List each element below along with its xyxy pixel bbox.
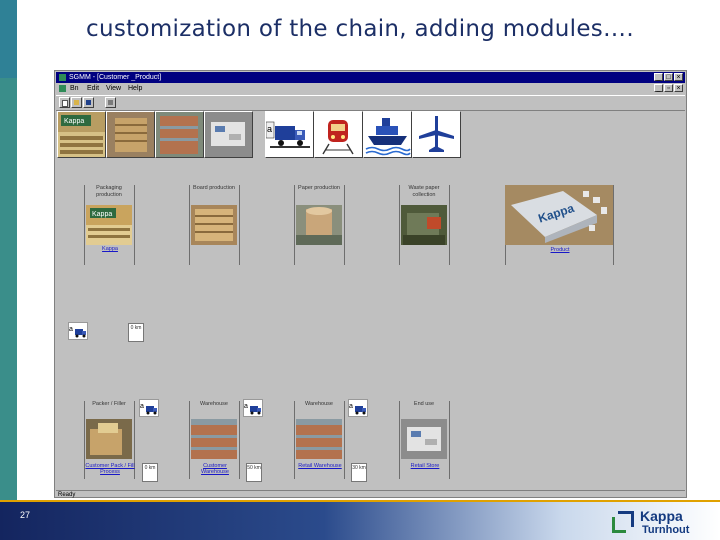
distance-box[interactable]: 50 km: [246, 463, 262, 482]
truck-icon: a: [266, 121, 310, 148]
doc-restore-button[interactable]: ▫: [664, 84, 673, 92]
open-icon[interactable]: [71, 97, 82, 108]
maximize-button[interactable]: □: [664, 73, 673, 81]
slide-left-bar: [0, 0, 17, 540]
module-caption[interactable]: Customer Warehouse: [201, 463, 229, 475]
doc-close-button[interactable]: ×: [674, 84, 683, 92]
menubar: Bn Edit View Help _▫×: [56, 83, 685, 94]
svg-text:a: a: [244, 403, 248, 410]
module-caption[interactable]: Retail Warehouse: [298, 463, 342, 469]
toolbar: [56, 95, 685, 111]
module-label: Warehouse: [305, 401, 333, 407]
slide-title: customization of the chain, adding modul…: [86, 16, 634, 42]
logo-subname: Turnhout: [642, 524, 690, 536]
module-caption[interactable]: Customer Pack / Fill Process: [85, 463, 135, 475]
module-label: Packer / Filler: [92, 401, 126, 407]
svg-text:a: a: [267, 124, 272, 134]
module-label: Packaging production: [96, 185, 122, 198]
kappa-packaging-image: Kappa: [86, 205, 132, 245]
sgmm-window: SGMM - [Customer _Product] _□× Bn Edit V…: [54, 70, 687, 498]
module-packer-filler[interactable]: Packer / Filler Customer Pack / Fill Pro…: [84, 401, 136, 481]
window-titlebar[interactable]: SGMM - [Customer _Product] _□×: [56, 72, 685, 83]
warehouse-image: [191, 419, 237, 459]
palette-truck-button[interactable]: a: [265, 111, 314, 158]
module-caption[interactable]: Product: [550, 247, 570, 253]
transport-truck-node[interactable]: a: [68, 322, 88, 340]
svg-text:Kappa: Kappa: [64, 118, 84, 125]
module-label: Paper production: [298, 185, 340, 191]
svg-text:Kappa: Kappa: [92, 211, 112, 218]
palette-board-production-button[interactable]: [106, 111, 155, 158]
document-icon: [59, 85, 66, 92]
doc-minimize-button[interactable]: _: [654, 84, 663, 92]
module-customer-warehouse[interactable]: Warehouse Customer Warehouse: [189, 401, 241, 481]
module-board-production[interactable]: Board production: [189, 185, 241, 269]
minimize-button[interactable]: _: [654, 73, 663, 81]
menu-view[interactable]: View: [106, 85, 122, 92]
train-icon: [322, 120, 354, 155]
module-label: Waste paper collection: [408, 185, 440, 198]
menu-file[interactable]: Bn: [70, 85, 79, 92]
status-text: Ready: [58, 492, 76, 498]
window-title: SGMM - [Customer _Product]: [69, 74, 162, 81]
transport-truck-node[interactable]: a: [348, 399, 368, 417]
module-label: Warehouse: [200, 401, 228, 407]
palette-kappa-product-button[interactable]: Kappa: [57, 111, 106, 158]
close-button[interactable]: ×: [674, 73, 683, 81]
retail-store-image: [401, 419, 447, 459]
print-icon[interactable]: [105, 97, 116, 108]
module-caption[interactable]: Retail Store: [410, 463, 440, 469]
ship-icon: [365, 118, 411, 156]
page-number: 27: [20, 510, 31, 520]
slide-left-bar-top: [0, 0, 17, 78]
svg-text:a: a: [140, 403, 144, 410]
kappa-logo-icon: [612, 511, 634, 533]
board-image: [191, 205, 237, 245]
save-icon[interactable]: [83, 97, 94, 108]
distance-box[interactable]: 0 km: [128, 323, 144, 342]
distance-box[interactable]: 0 km: [142, 463, 158, 482]
palette-rail-button[interactable]: [314, 111, 363, 158]
module-retail-warehouse[interactable]: Warehouse Retail Warehouse: [294, 401, 346, 481]
menu-edit[interactable]: Edit: [87, 85, 100, 92]
palette-paper-production-button[interactable]: [155, 111, 204, 158]
module-paper-production[interactable]: Paper production: [294, 185, 346, 269]
module-packaging-production[interactable]: Packaging production Kappa Kappa: [84, 185, 136, 269]
packer-image: [86, 419, 132, 459]
model-canvas[interactable]: Packaging production Kappa Kappa Board p…: [56, 161, 685, 489]
paper-roll-image: [296, 205, 342, 245]
palette-airplane-button[interactable]: [412, 111, 461, 158]
warehouse-image: [296, 419, 342, 459]
slide-footer: 27 Kappa Turnhout: [0, 500, 720, 540]
status-bar: Ready: [56, 490, 685, 499]
module-product[interactable]: Kappa Product: [505, 185, 615, 269]
svg-text:a: a: [69, 326, 73, 333]
logo-name: Kappa: [640, 508, 683, 524]
module-waste-paper-collection[interactable]: Waste paper collection: [399, 185, 451, 269]
app-icon: [59, 74, 66, 81]
module-caption[interactable]: Kappa: [102, 246, 118, 252]
palette-ship-button[interactable]: [363, 111, 412, 158]
airplane-icon: [419, 116, 454, 152]
module-retail-store[interactable]: End use Retail Store: [399, 401, 451, 481]
distance-box[interactable]: 30 km: [351, 463, 367, 482]
product-box-image: Kappa: [505, 185, 613, 245]
menu-help[interactable]: Help: [128, 85, 143, 92]
kappa-logo: Kappa Turnhout: [612, 507, 716, 537]
transport-truck-node[interactable]: a: [139, 399, 159, 417]
palette-waste-paper-button[interactable]: [204, 111, 253, 158]
module-label: End use: [413, 401, 435, 407]
transport-truck-node[interactable]: a: [243, 399, 263, 417]
new-icon[interactable]: [59, 97, 70, 108]
waste-paper-image: [401, 205, 447, 245]
module-label: Board production: [193, 185, 235, 191]
svg-text:a: a: [349, 403, 353, 410]
footer-rule: [0, 500, 720, 502]
